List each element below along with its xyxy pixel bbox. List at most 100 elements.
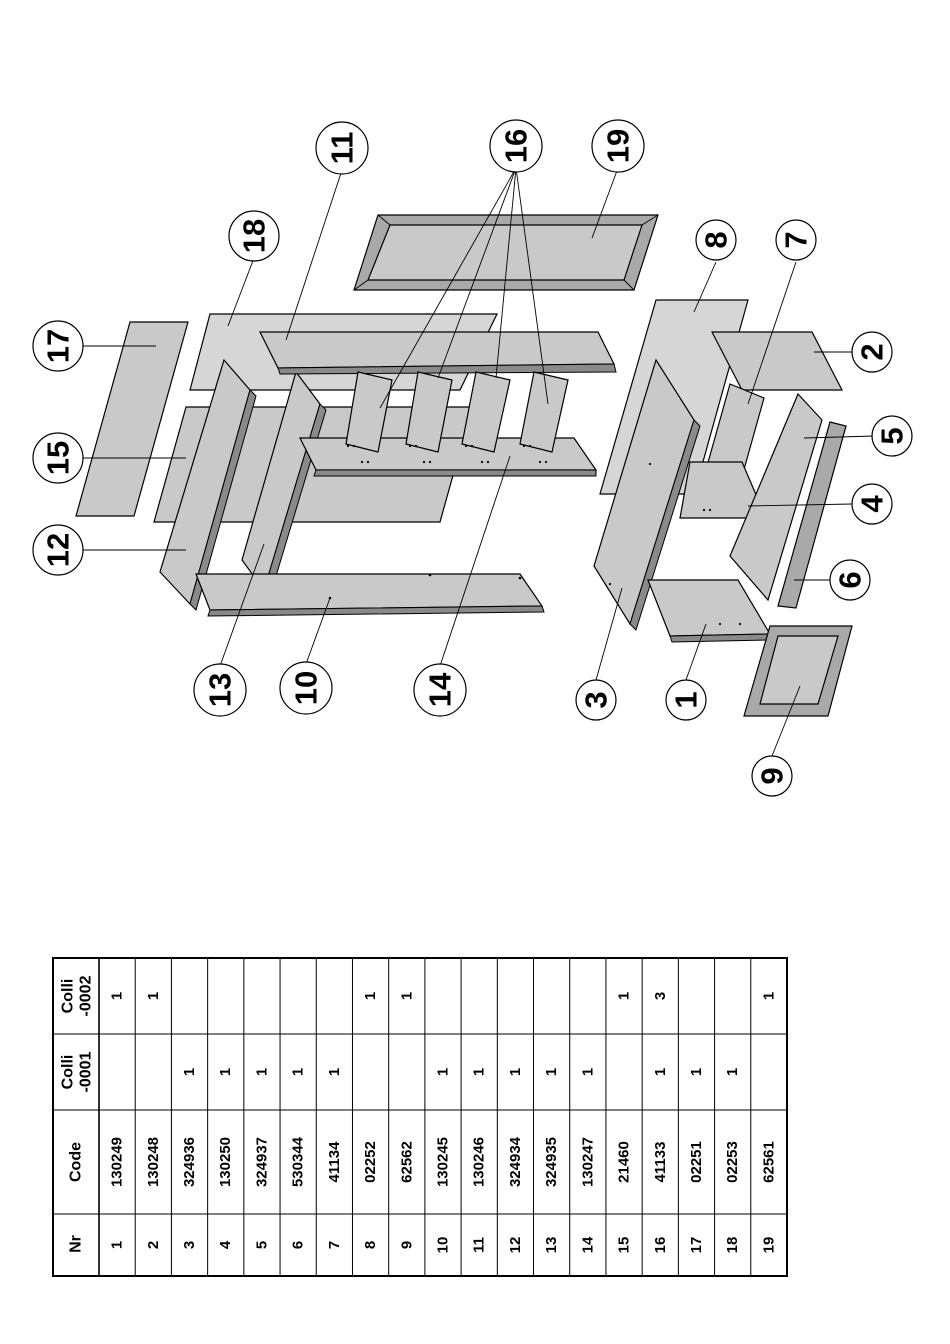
callout-1: 1: [666, 680, 706, 720]
cell-colli1-row-13: 1: [543, 1068, 560, 1076]
callout-18: 18: [229, 211, 279, 261]
callout-10: 10: [280, 662, 332, 714]
callout-4: 4: [852, 484, 892, 524]
cell-colli1-row-3: 1: [181, 1068, 198, 1076]
svg-text:17: 17: [41, 329, 76, 363]
cell-colli2-row-9: 1: [398, 992, 415, 1000]
cell-nr-row-14: 14: [579, 1236, 596, 1253]
callout-9: 9: [752, 756, 792, 796]
callout-16: 16: [490, 120, 542, 172]
cell-code-row-3: 324936: [181, 1137, 198, 1187]
callout-17: 17: [33, 321, 83, 371]
callout-15: 15: [33, 433, 83, 483]
cell-nr-row-16: 16: [652, 1237, 669, 1254]
svg-text:3: 3: [579, 691, 614, 708]
cell-colli2-row-1: 1: [109, 992, 126, 1000]
callout-13: 13: [194, 664, 246, 716]
cell-code-row-17: 02251: [688, 1141, 705, 1183]
cell-colli1-row-7: 1: [326, 1068, 343, 1076]
cell-colli1-row-4: 1: [217, 1068, 234, 1076]
cell-code-row-15: 21460: [616, 1141, 633, 1183]
cell-code-row-9: 62562: [398, 1141, 415, 1183]
cell-nr-row-19: 19: [760, 1237, 777, 1254]
part-11-board: [260, 332, 616, 374]
callout-2: 2: [852, 332, 892, 372]
svg-text:18: 18: [237, 219, 272, 253]
cell-nr-row-3: 3: [181, 1241, 198, 1249]
cell-code-row-18: 02253: [724, 1141, 741, 1183]
cell-code-row-19: 62561: [760, 1141, 777, 1183]
cell-code-row-14: 130247: [579, 1137, 596, 1187]
callout-11: 11: [316, 122, 368, 174]
cell-code-row-5: 324937: [253, 1137, 270, 1187]
part-1-side: [648, 580, 770, 642]
header-colli-0001-line2: -0001: [78, 1051, 95, 1092]
svg-text:13: 13: [203, 673, 238, 707]
cell-colli1-row-16: 1: [652, 1068, 669, 1076]
cell-code-row-7: 41134: [326, 1141, 343, 1183]
cell-colli1-row-14: 1: [579, 1068, 596, 1076]
svg-text:16: 16: [499, 129, 534, 163]
callout-19: 19: [592, 120, 644, 172]
cell-code-row-11: 130246: [471, 1137, 488, 1187]
cell-colli1-row-12: 1: [507, 1068, 524, 1076]
cell-colli1-row-17: 1: [688, 1068, 705, 1076]
cell-colli1-row-5: 1: [253, 1068, 270, 1076]
header-colli-0001-line1: Colli: [60, 1055, 77, 1090]
svg-text:11: 11: [325, 132, 360, 165]
svg-text:10: 10: [289, 671, 324, 705]
cell-code-row-16: 41133: [652, 1142, 669, 1183]
svg-text:15: 15: [41, 441, 76, 475]
part-19-frame: [354, 215, 658, 290]
cell-code-row-13: 324935: [543, 1137, 560, 1187]
parts-table: Nr Code Colli -0001 Colli -0002 1 130249 1…: [53, 958, 787, 1276]
panels: [76, 215, 852, 716]
svg-text:1: 1: [669, 691, 704, 708]
cell-nr-row-18: 18: [724, 1237, 741, 1254]
svg-text:14: 14: [423, 672, 458, 707]
header-colli-0002-line1: Colli: [60, 979, 77, 1014]
cell-nr-row-4: 4: [217, 1240, 234, 1249]
cell-nr-row-2: 2: [145, 1241, 162, 1249]
cell-nr-row-17: 17: [688, 1237, 705, 1254]
callout-3: 3: [576, 680, 616, 720]
cell-colli2-row-2: 1: [145, 992, 162, 1000]
callout-7: 7: [776, 220, 816, 260]
cell-nr-row-15: 15: [616, 1237, 633, 1254]
cell-nr-row-7: 7: [326, 1241, 343, 1249]
cell-colli1-row-18: 1: [724, 1068, 741, 1076]
svg-text:19: 19: [601, 129, 636, 163]
cell-code-row-1: 130249: [109, 1137, 126, 1187]
svg-text:5: 5: [875, 427, 910, 444]
cell-colli2-row-8: 1: [362, 992, 379, 1000]
cell-colli2-row-16: 3: [652, 992, 669, 1000]
header-code: Code: [68, 1142, 85, 1182]
callout-5: 5: [872, 416, 912, 456]
cell-code-row-10: 130245: [435, 1137, 452, 1187]
header-nr: Nr: [68, 1235, 85, 1253]
svg-text:4: 4: [855, 495, 890, 513]
cell-code-row-2: 130248: [145, 1137, 162, 1187]
svg-text:12: 12: [41, 533, 76, 567]
callout-8: 8: [696, 220, 736, 260]
cell-colli1-row-10: 1: [435, 1068, 452, 1076]
cell-code-row-4: 130250: [217, 1137, 234, 1187]
cell-nr-row-1: 1: [109, 1241, 126, 1249]
cell-colli2-row-19: 1: [760, 992, 777, 1000]
callout-12: 12: [33, 525, 83, 575]
cell-code-row-12: 324934: [507, 1136, 524, 1187]
part-2-panel: [712, 332, 842, 390]
svg-text:2: 2: [855, 343, 890, 360]
cell-colli1-row-11: 1: [471, 1068, 488, 1076]
callout-6: 6: [830, 560, 870, 600]
svg-text:9: 9: [755, 767, 790, 784]
cell-colli2-row-15: 1: [616, 992, 633, 1000]
cell-nr-row-5: 5: [253, 1241, 270, 1249]
cell-nr-row-8: 8: [362, 1241, 379, 1249]
callout-14: 14: [414, 664, 466, 716]
cell-code-row-6: 530344: [290, 1136, 307, 1187]
svg-text:7: 7: [779, 231, 814, 248]
header-colli-0002-line2: -0002: [78, 975, 95, 1016]
svg-text:6: 6: [833, 571, 868, 588]
